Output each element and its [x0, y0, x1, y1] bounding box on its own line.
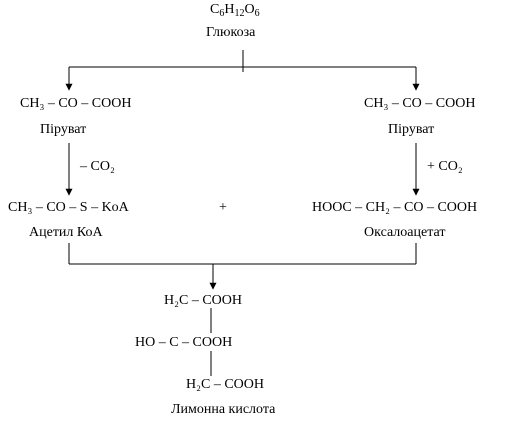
citric-line-1: H₂C – COOH	[164, 293, 242, 308]
carboxylation-label: + CO₂	[427, 159, 463, 174]
pyruvate-right-name: Піруват	[388, 122, 435, 137]
acetyl-coa-name: Ацетил КоА	[29, 225, 103, 240]
pyruvate-left-name: Піруват	[40, 122, 87, 137]
pyruvate-right-formula: CH₃ – CO – COOH	[364, 96, 476, 111]
citric-acid-name: Лимонна кислота	[171, 402, 276, 417]
citric-line-3: H₂C – COOH	[186, 377, 264, 392]
decarboxylation-label: – CO₂	[80, 159, 115, 174]
pyruvate-left-formula: CH₃ – CO – COOH	[20, 96, 132, 111]
oxaloacetate-name: Оксалоацетат	[364, 225, 446, 240]
glucose-formula: C6H12O6	[210, 2, 260, 19]
plus-sign: +	[219, 200, 227, 215]
glucose-name: Глюкоза	[206, 25, 256, 40]
acetyl-coa-formula: CH₃ – CO – S – KoA	[8, 200, 129, 215]
oxaloacetate-formula: HOOC – CH₂ – CO – COOH	[312, 200, 478, 215]
citric-line-2: HO – C – COOH	[135, 335, 233, 350]
